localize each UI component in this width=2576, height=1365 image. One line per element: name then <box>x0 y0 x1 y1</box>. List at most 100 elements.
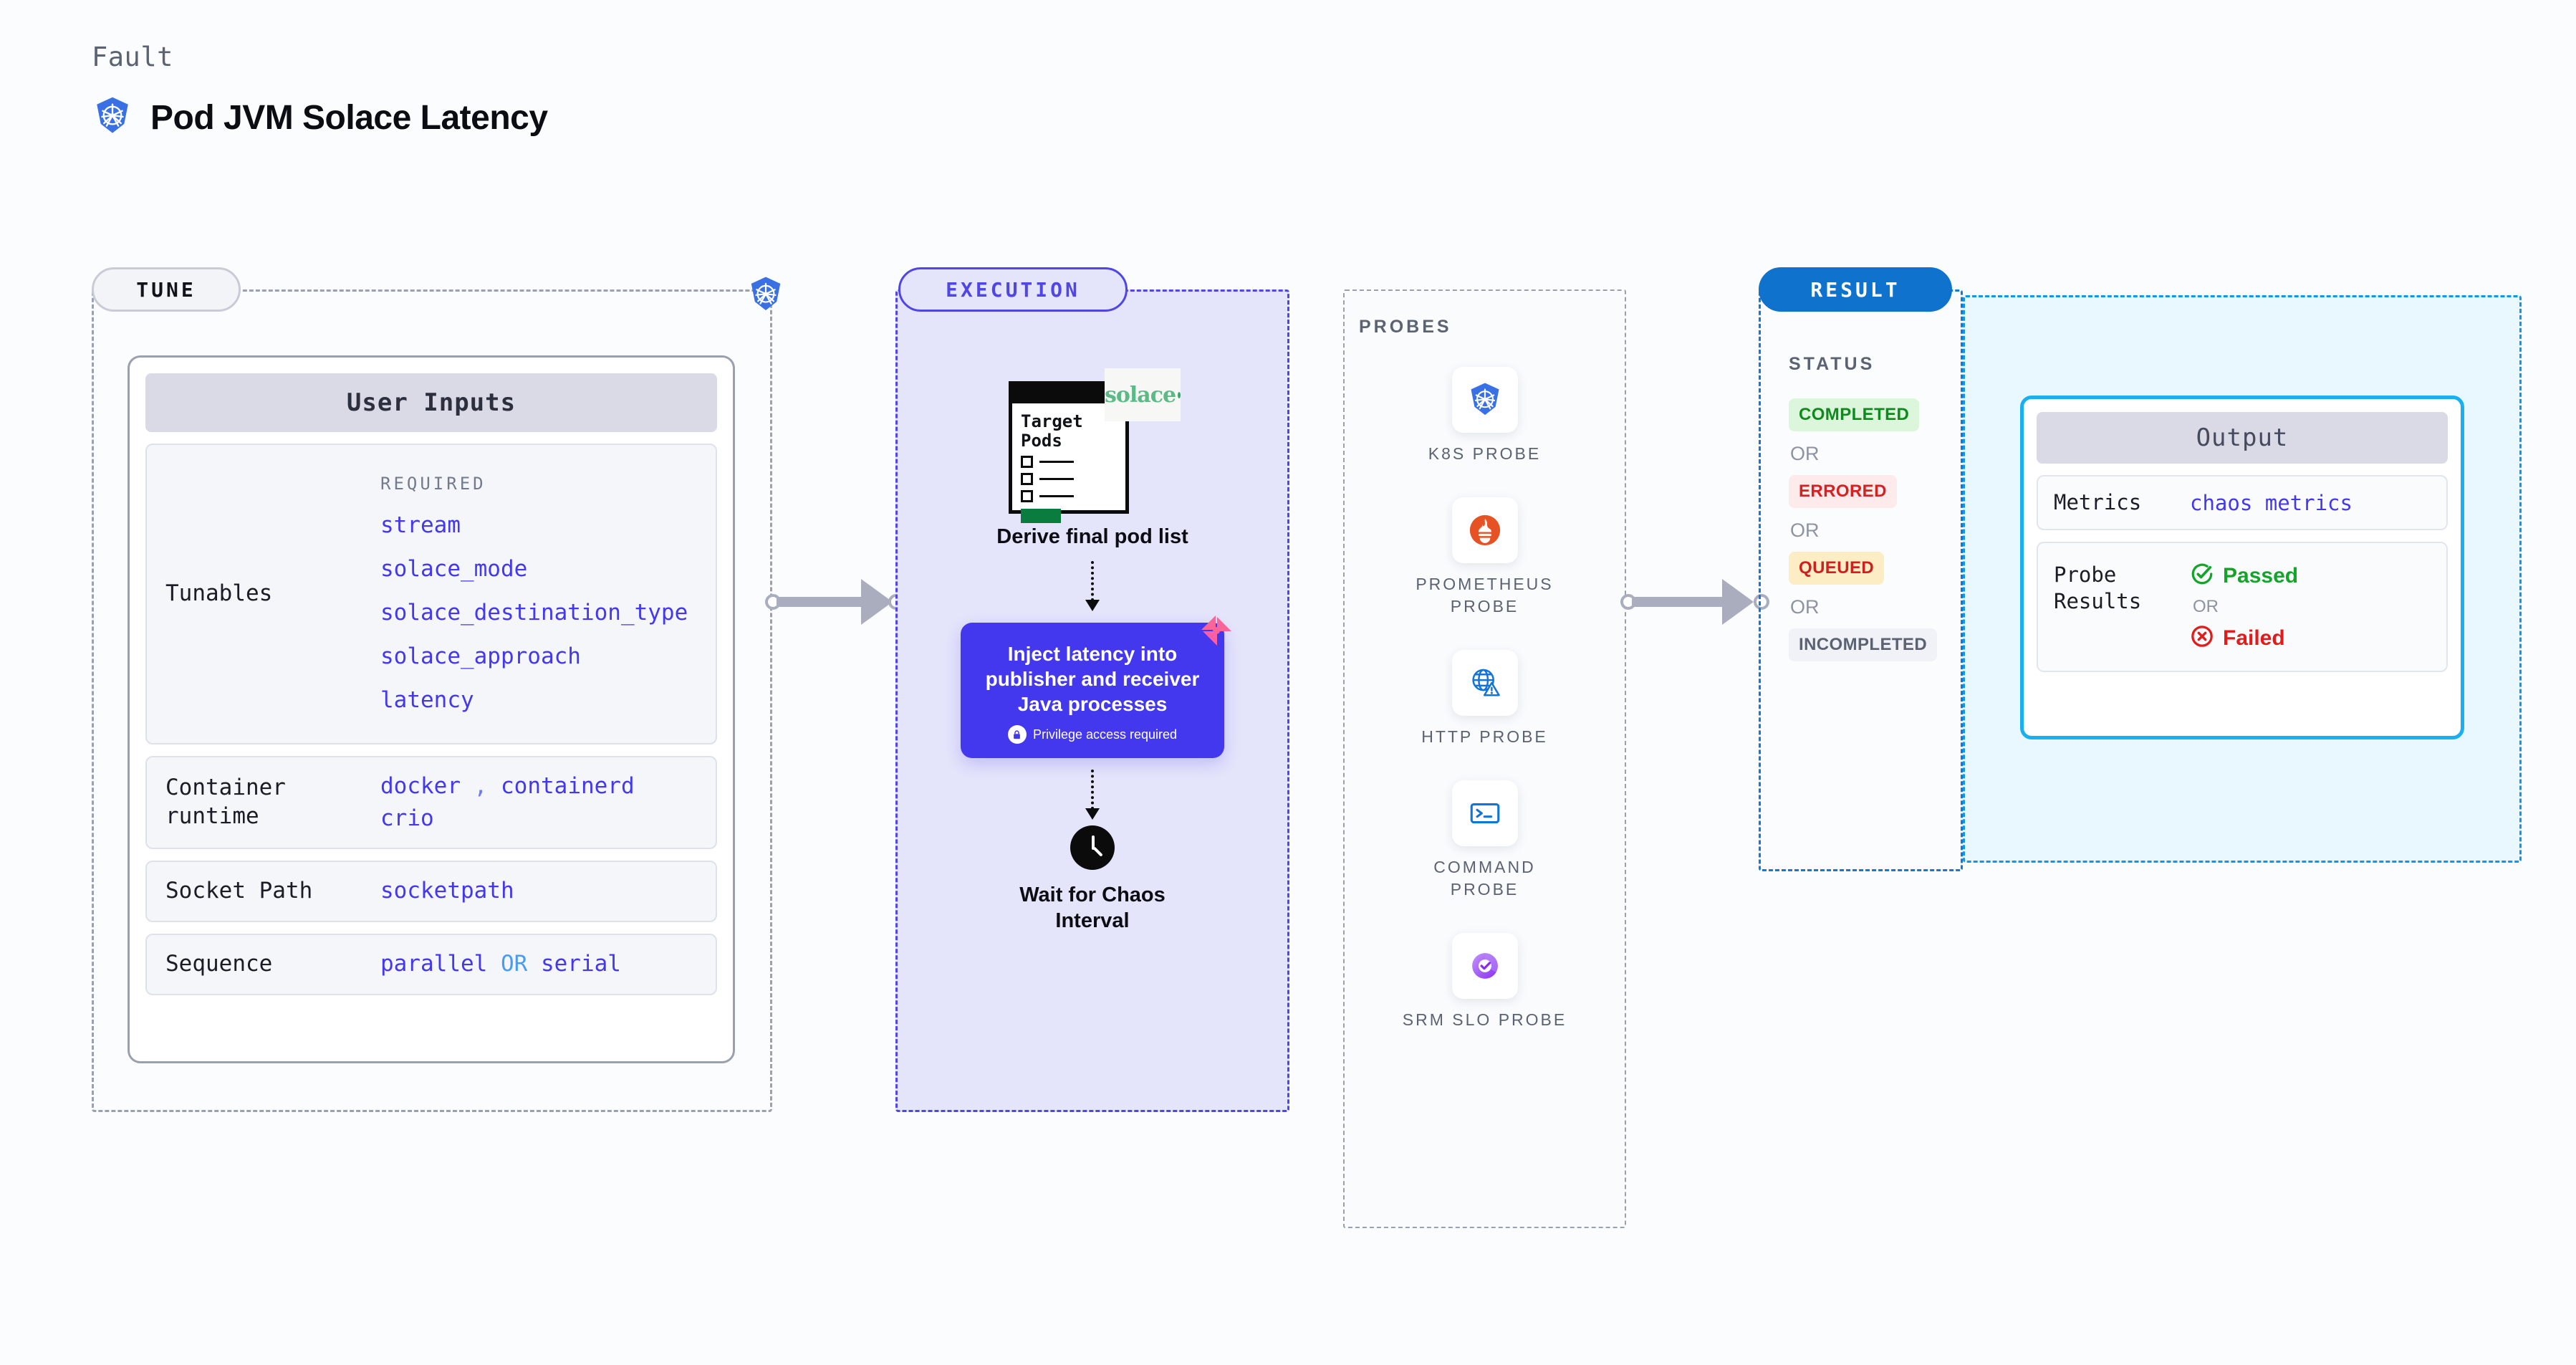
doc-checkbox-line <box>1021 472 1118 485</box>
checkbox-icon <box>1021 455 1033 468</box>
tune-panel: TUNE User Inputs Tunables REQUIRED strea… <box>92 267 772 1112</box>
kubernetes-icon <box>1451 367 1518 433</box>
lock-icon <box>1007 725 1027 744</box>
sequence-row: Sequence parallel OR serial <box>145 933 717 995</box>
socket-path-label: Socket Path <box>165 878 313 904</box>
probe-item-prometheus[interactable]: PROMETHEUS PROBE <box>1403 497 1567 617</box>
clock-icon <box>1070 825 1115 871</box>
sequence-values: parallel OR serial <box>380 948 621 980</box>
flow-arrow-2 <box>1085 770 1100 820</box>
kubernetes-icon <box>746 275 785 317</box>
privilege-note-text: Privilege access required <box>1032 727 1178 742</box>
user-inputs-title: User Inputs <box>145 373 717 432</box>
doc-rule <box>1039 460 1074 463</box>
probe-label: SRM SLO PROBE <box>1402 1010 1567 1030</box>
tune-pill[interactable]: TUNE <box>92 267 241 312</box>
status-or-1: OR <box>1790 443 1820 464</box>
tunables-label: Tunables <box>165 580 273 607</box>
target-pods-doc: Target Pods <box>1003 368 1182 523</box>
user-inputs-card: User Inputs Tunables REQUIRED stream sol… <box>128 355 735 1063</box>
sequence-option[interactable]: serial <box>540 951 621 977</box>
output-title: Output <box>2037 412 2448 464</box>
tunable-item[interactable]: solace_mode <box>380 555 528 582</box>
connector-execution-to-result <box>1620 579 1769 625</box>
container-runtime-label: Container runtime <box>165 775 286 829</box>
doc-highlight-bar <box>1021 508 1061 523</box>
inject-latency-card[interactable]: Inject latency into publisher and receiv… <box>961 616 1231 759</box>
wait-caption-line2: Interval <box>1055 909 1130 932</box>
connector-arrowhead <box>1722 579 1754 625</box>
sequence-option[interactable]: parallel <box>380 951 488 977</box>
passed-label: Passed <box>2223 563 2299 588</box>
runtime-option[interactable]: crio <box>380 805 434 831</box>
probe-result-or: OR <box>2193 597 2219 617</box>
runtime-option[interactable]: docker <box>380 773 461 799</box>
probe-result-failed: Failed <box>2190 624 2298 652</box>
metrics-value[interactable]: chaos metrics <box>2190 490 2352 515</box>
solace-wordmark: solace <box>1105 382 1176 408</box>
checkbox-icon <box>1021 489 1033 502</box>
terminal-icon <box>1451 780 1518 847</box>
tunable-item[interactable]: stream <box>380 512 461 539</box>
result-panel: RESULT STATUS COMPLETED OR ERRORED OR QU… <box>1759 267 1963 871</box>
wait-chaos-interval-caption: Wait for Chaos Interval <box>1019 883 1166 934</box>
check-circle-icon <box>2190 562 2214 590</box>
doc-checkbox-line <box>1021 455 1118 468</box>
tunable-item[interactable]: solace_destination_type <box>380 599 688 626</box>
required-caption: REQUIRED <box>380 474 486 494</box>
socket-path-value[interactable]: socketpath <box>380 878 514 904</box>
probe-label: PROMETHEUS PROBE <box>1416 575 1554 616</box>
privilege-note-row: Privilege access required <box>976 725 1208 744</box>
execution-pill[interactable]: EXECUTION <box>898 267 1128 312</box>
title-row: Pod JVM Solace Latency <box>92 95 548 140</box>
connector-line <box>777 597 868 607</box>
status-badge-incompleted: INCOMPLETED <box>1789 628 1938 661</box>
probe-item-srm-slo[interactable]: SRM SLO PROBE <box>1403 933 1567 1030</box>
x-circle-icon <box>2190 624 2214 652</box>
doc-title: Target Pods <box>1021 412 1118 451</box>
result-pill[interactable]: RESULT <box>1759 267 1952 312</box>
probe-result-passed: Passed <box>2190 562 2298 590</box>
probes-list: K8S PROBE PROMETHEUS PROBE <box>1345 367 1625 1031</box>
doc-body: Target Pods <box>1012 403 1125 529</box>
result-pill-label: RESULT <box>1810 277 1900 302</box>
tunable-item[interactable]: solace_approach <box>380 643 581 669</box>
status-badge-completed: COMPLETED <box>1789 398 1920 431</box>
doc-rule <box>1039 477 1074 480</box>
tune-pill-label: TUNE <box>136 277 196 302</box>
tunable-item[interactable]: latency <box>380 686 474 713</box>
container-runtime-values: docker , containerd crio <box>380 770 635 835</box>
connector-end-dot <box>1754 594 1769 610</box>
execution-flow: Target Pods <box>895 289 1289 1112</box>
srm-slo-icon <box>1451 933 1518 1000</box>
fault-eyebrow: Fault <box>92 42 173 72</box>
probe-item-command[interactable]: COMMAND PROBE <box>1403 780 1567 900</box>
sequence-label: Sequence <box>165 951 273 977</box>
probes-panel: PROBES K8S PROBE <box>1343 289 1626 1228</box>
probe-results-values: Passed OR Failed <box>2190 562 2298 652</box>
tune-dashed-border <box>92 289 772 1112</box>
connector-tune-to-execution <box>765 579 904 625</box>
probe-label: K8S PROBE <box>1428 444 1542 463</box>
container-runtime-row: Container runtime docker , containerd cr… <box>145 756 717 849</box>
probe-item-k8s[interactable]: K8S PROBE <box>1403 367 1567 464</box>
tunables-row: Tunables REQUIRED stream solace_mode sol… <box>145 444 717 744</box>
status-label: STATUS <box>1789 354 1875 374</box>
tunables-values: REQUIRED stream solace_mode solace_desti… <box>380 471 688 716</box>
or-separator: OR <box>500 951 528 977</box>
socket-path-row: Socket Path socketpath <box>145 860 717 922</box>
probe-item-http[interactable]: HTTP PROBE <box>1403 650 1567 747</box>
wait-caption-line1: Wait for Chaos <box>1019 883 1166 907</box>
doc-title-line1: Target <box>1021 411 1083 431</box>
status-list: COMPLETED OR ERRORED OR QUEUED OR INCOMP… <box>1789 398 1938 661</box>
doc-checkbox-line <box>1021 489 1118 502</box>
page-title: Pod JVM Solace Latency <box>150 99 548 137</box>
doc-title-line2: Pods <box>1021 430 1062 451</box>
status-or-3: OR <box>1790 596 1820 618</box>
page-header: Fault Pod JVM Solace Latency <box>92 42 548 140</box>
execution-pill-label: EXECUTION <box>946 277 1080 302</box>
runtime-option[interactable]: containerd <box>501 773 635 799</box>
